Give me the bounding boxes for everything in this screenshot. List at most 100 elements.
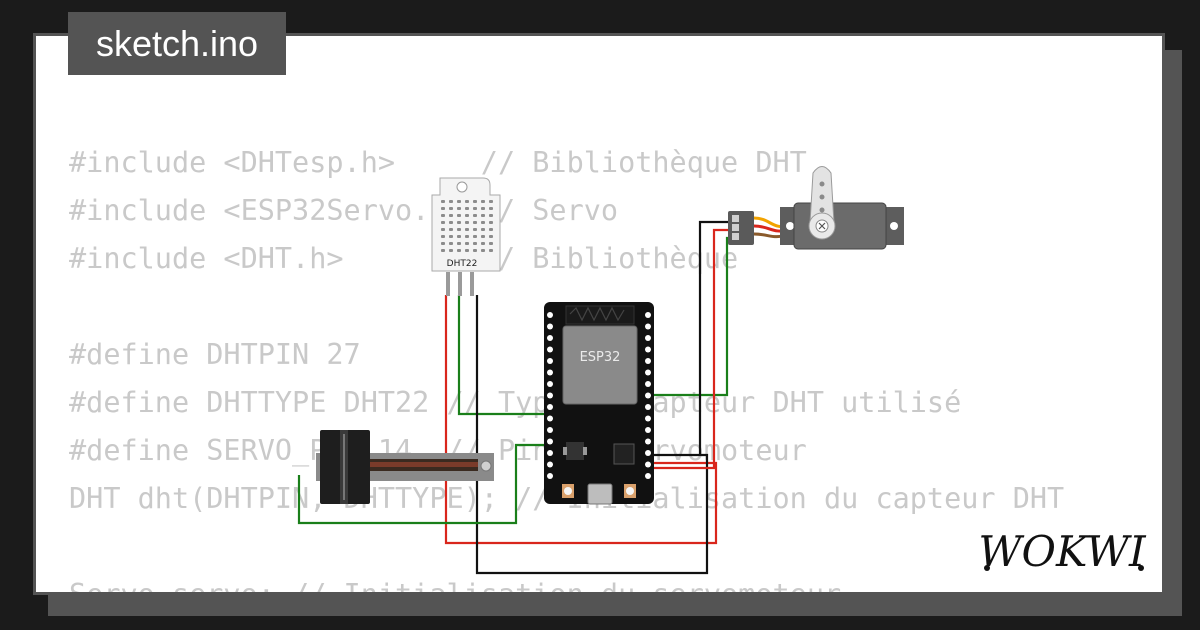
- esp32-header-pin: [547, 427, 553, 433]
- dht-vent-slot: [489, 249, 493, 252]
- dht-vent-slot: [465, 214, 469, 217]
- esp32-header-pin: [645, 427, 651, 433]
- esp32-header-pin: [547, 473, 553, 479]
- dht-vent-slot: [473, 214, 477, 217]
- dht-vent-slot: [457, 200, 461, 203]
- esp32-header-pin: [645, 312, 651, 318]
- wokwi-logo-text: WOKWI: [978, 527, 1147, 576]
- dht-vent-slot: [481, 228, 485, 231]
- esp32-header-pin: [547, 381, 553, 387]
- dht-vent-slot: [465, 221, 469, 224]
- dht-vent-slot: [481, 200, 485, 203]
- dht-vent-slot: [449, 228, 453, 231]
- dht-vent-slot: [489, 221, 493, 224]
- dht-vent-slot: [449, 242, 453, 245]
- dht-vent-slot: [449, 200, 453, 203]
- dht-vent-slot: [489, 242, 493, 245]
- esp32-header-pin: [645, 358, 651, 364]
- dht-vent-slot: [465, 207, 469, 210]
- dht-vent-slot: [457, 242, 461, 245]
- esp32-header-pin: [645, 461, 651, 468]
- esp32-header-pin: [547, 438, 553, 445]
- esp32-header-pin: [645, 415, 651, 422]
- esp32-header-pin: [645, 335, 651, 341]
- dht-vent-slot: [457, 221, 461, 224]
- dht-vent-slot: [449, 214, 453, 217]
- esp32-header-pin: [547, 335, 553, 341]
- esp32-header-pin: [645, 450, 651, 456]
- dht-vent-slot: [457, 249, 461, 252]
- wire-slider-green: [297, 443, 548, 525]
- dht-vent-slot: [441, 207, 445, 210]
- dht-vent-slot: [457, 235, 461, 238]
- dht-vent-slot: [473, 207, 477, 210]
- esp32-header-pin: [547, 358, 553, 364]
- dht-vent-slot: [441, 249, 445, 252]
- dht-vent-slot: [441, 214, 445, 217]
- dht-vent-slot: [481, 214, 485, 217]
- dht-vent-slot: [473, 200, 477, 203]
- dht-vent-slot: [449, 235, 453, 238]
- servo-motor[interactable]: [728, 166, 904, 250]
- dht-vent-slot: [473, 228, 477, 231]
- dht22-sensor[interactable]: DHT22: [431, 177, 501, 296]
- code-line: #define DHTPIN 27: [69, 338, 361, 371]
- esp32-label: ESP32: [580, 350, 621, 365]
- esp32-header-pin: [645, 369, 651, 376]
- esp32-header-pin: [547, 450, 553, 456]
- dht-vent-slot: [473, 242, 477, 245]
- dht-vent-slot: [473, 235, 477, 238]
- esp32-board[interactable]: ESP32: [544, 302, 654, 505]
- dht-vent-slot: [457, 228, 461, 231]
- dht-vent-slot: [481, 207, 485, 210]
- code-line: Servo servo; // Initialisation du servom…: [69, 578, 842, 595]
- esp32-header-pin: [645, 438, 651, 445]
- dht-vent-slot: [489, 228, 493, 231]
- dht-vent-slot: [449, 207, 453, 210]
- code-listing: #include <DHTesp.h> // Bibliothèque DHT #…: [69, 139, 1064, 595]
- dht-vent-slot: [465, 228, 469, 231]
- esp32-header-pin: [645, 381, 651, 387]
- dht-vent-slot: [489, 214, 493, 217]
- slide-potentiometer[interactable]: [316, 430, 494, 504]
- dht-vent-slot: [441, 235, 445, 238]
- esp32-header-pin: [547, 346, 553, 353]
- esp32-header-pin: [645, 473, 651, 479]
- dht-vent-slot: [441, 242, 445, 245]
- dht-vent-slot: [465, 249, 469, 252]
- dht-vent-slot: [449, 221, 453, 224]
- dht-vent-slot: [481, 235, 485, 238]
- dht-vent-slot: [481, 242, 485, 245]
- dht-vent-slot: [465, 200, 469, 203]
- esp32-header-pin: [645, 346, 651, 353]
- esp32-header-pin: [547, 461, 553, 468]
- dht-vent-slot: [441, 228, 445, 231]
- dht-vent-slot: [449, 249, 453, 252]
- dht-vent-slot: [457, 207, 461, 210]
- dht-vent-slot: [473, 221, 477, 224]
- esp32-header-pin: [645, 404, 651, 410]
- wire-servo-black: [698, 220, 750, 455]
- wokwi-logo: WOKWI: [978, 527, 1147, 576]
- dht22-label: DHT22: [447, 259, 478, 269]
- dht-vent-slot: [481, 249, 485, 252]
- dht-vent-slot: [473, 249, 477, 252]
- dht-vent-slot: [465, 235, 469, 238]
- dht-vent-slot: [457, 214, 461, 217]
- dht-vent-slot: [481, 221, 485, 224]
- esp32-header-pin: [547, 415, 553, 422]
- dht-vent-slot: [489, 200, 493, 203]
- dht-vent-slot: [489, 235, 493, 238]
- code-line: #include <DHTesp.h> // Bibliothèque DHT: [69, 146, 807, 179]
- file-tab[interactable]: sketch.ino: [68, 12, 286, 75]
- esp32-header-pin: [547, 312, 553, 318]
- esp32-header-pin: [645, 392, 651, 399]
- dht-vent-slot: [465, 242, 469, 245]
- dht-vent-slot: [441, 221, 445, 224]
- esp32-header-pin: [547, 404, 553, 410]
- esp32-header-pin: [645, 323, 651, 330]
- esp32-header-pin: [547, 369, 553, 376]
- wires: [297, 220, 750, 575]
- esp32-header-pin: [547, 392, 553, 399]
